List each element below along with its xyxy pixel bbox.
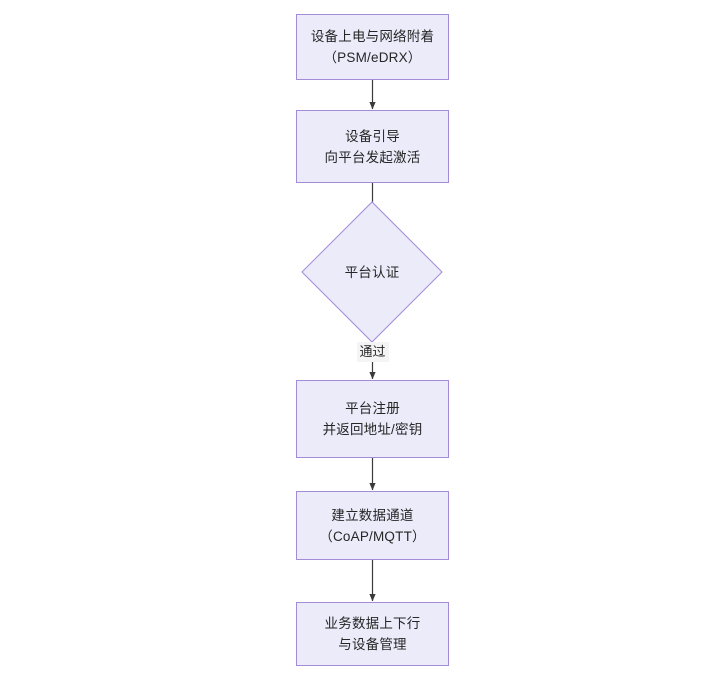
node-business-data-line2: 与设备管理: [338, 637, 407, 652]
node-platform-auth[interactable]: 平台认证: [301, 201, 443, 343]
node-power-on[interactable]: 设备上电与网络附着 （PSM/eDRX）: [296, 14, 449, 80]
node-power-on-line1: 设备上电与网络附着: [310, 29, 435, 44]
node-platform-auth-label: 平台认证: [344, 264, 400, 280]
node-business-data-line1: 业务数据上下行: [324, 616, 421, 631]
node-platform-register-line2: 并返回地址/密钥: [322, 422, 423, 437]
node-power-on-line2: （PSM/eDRX）: [323, 50, 422, 65]
node-platform-register-line1: 平台注册: [345, 401, 400, 416]
node-data-channel-line2: （CoAP/MQTT）: [319, 528, 426, 544]
node-bootstrap[interactable]: 设备引导 向平台发起激活: [296, 110, 449, 183]
node-data-channel-line1: 建立数据通道: [331, 507, 414, 523]
edge-label-pass: 通过: [356, 342, 389, 362]
node-business-data[interactable]: 业务数据上下行 与设备管理: [296, 602, 449, 666]
node-data-channel[interactable]: 建立数据通道 （CoAP/MQTT）: [296, 491, 449, 560]
node-bootstrap-line1: 设备引导: [345, 128, 400, 144]
node-bootstrap-line2: 向平台发起激活: [324, 149, 421, 165]
node-platform-register[interactable]: 平台注册 并返回地址/密钥: [296, 380, 449, 458]
